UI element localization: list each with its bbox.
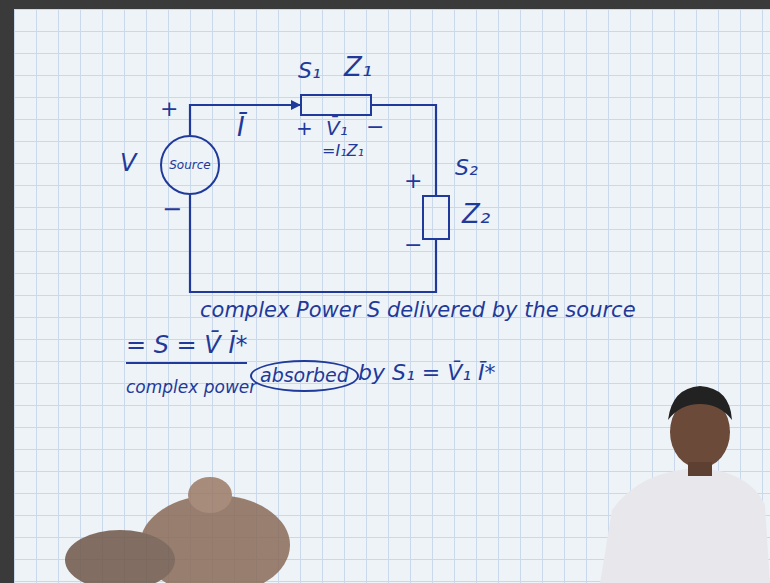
note-text: = S = V̄ Ī*: [126, 332, 247, 364]
hand: [65, 477, 290, 583]
wire: [190, 195, 436, 292]
circuit-label: S₂: [455, 155, 478, 180]
current-label: Ī: [237, 113, 245, 143]
note-text: by S₁ = V̄₁ Ī*: [358, 360, 496, 385]
circuit-label: V̄₁: [326, 117, 348, 140]
circuit-label: −: [404, 232, 422, 257]
source-circle: Source: [160, 135, 220, 195]
circuit-label: +: [296, 117, 313, 140]
impedance-name: Z₂: [462, 199, 490, 229]
circuit-label: S₁: [298, 58, 321, 83]
circuit-label: −: [162, 196, 182, 224]
circuit-label: V: [120, 150, 136, 178]
note-text: absorbed: [250, 360, 359, 392]
wire: [190, 105, 300, 135]
note-text: complex Power S delivered by the source: [200, 298, 636, 322]
lecturer: [600, 386, 770, 583]
note-text: complex power: [126, 378, 256, 398]
neck: [688, 462, 712, 476]
impedance-box: Z₁: [300, 94, 372, 116]
impedance-box: Z₂: [422, 195, 450, 240]
impedance-name: Z₁: [344, 52, 372, 82]
hand-finger: [65, 530, 175, 583]
circuit-label: =I₁Z₁: [322, 142, 364, 160]
hair: [668, 386, 732, 420]
circuit-label: +: [404, 168, 422, 193]
shirt: [600, 468, 770, 583]
circuit-label: +: [160, 96, 178, 121]
hand-finger: [188, 477, 232, 513]
source-label: Source: [169, 158, 210, 172]
circuit-label: −: [366, 114, 384, 139]
